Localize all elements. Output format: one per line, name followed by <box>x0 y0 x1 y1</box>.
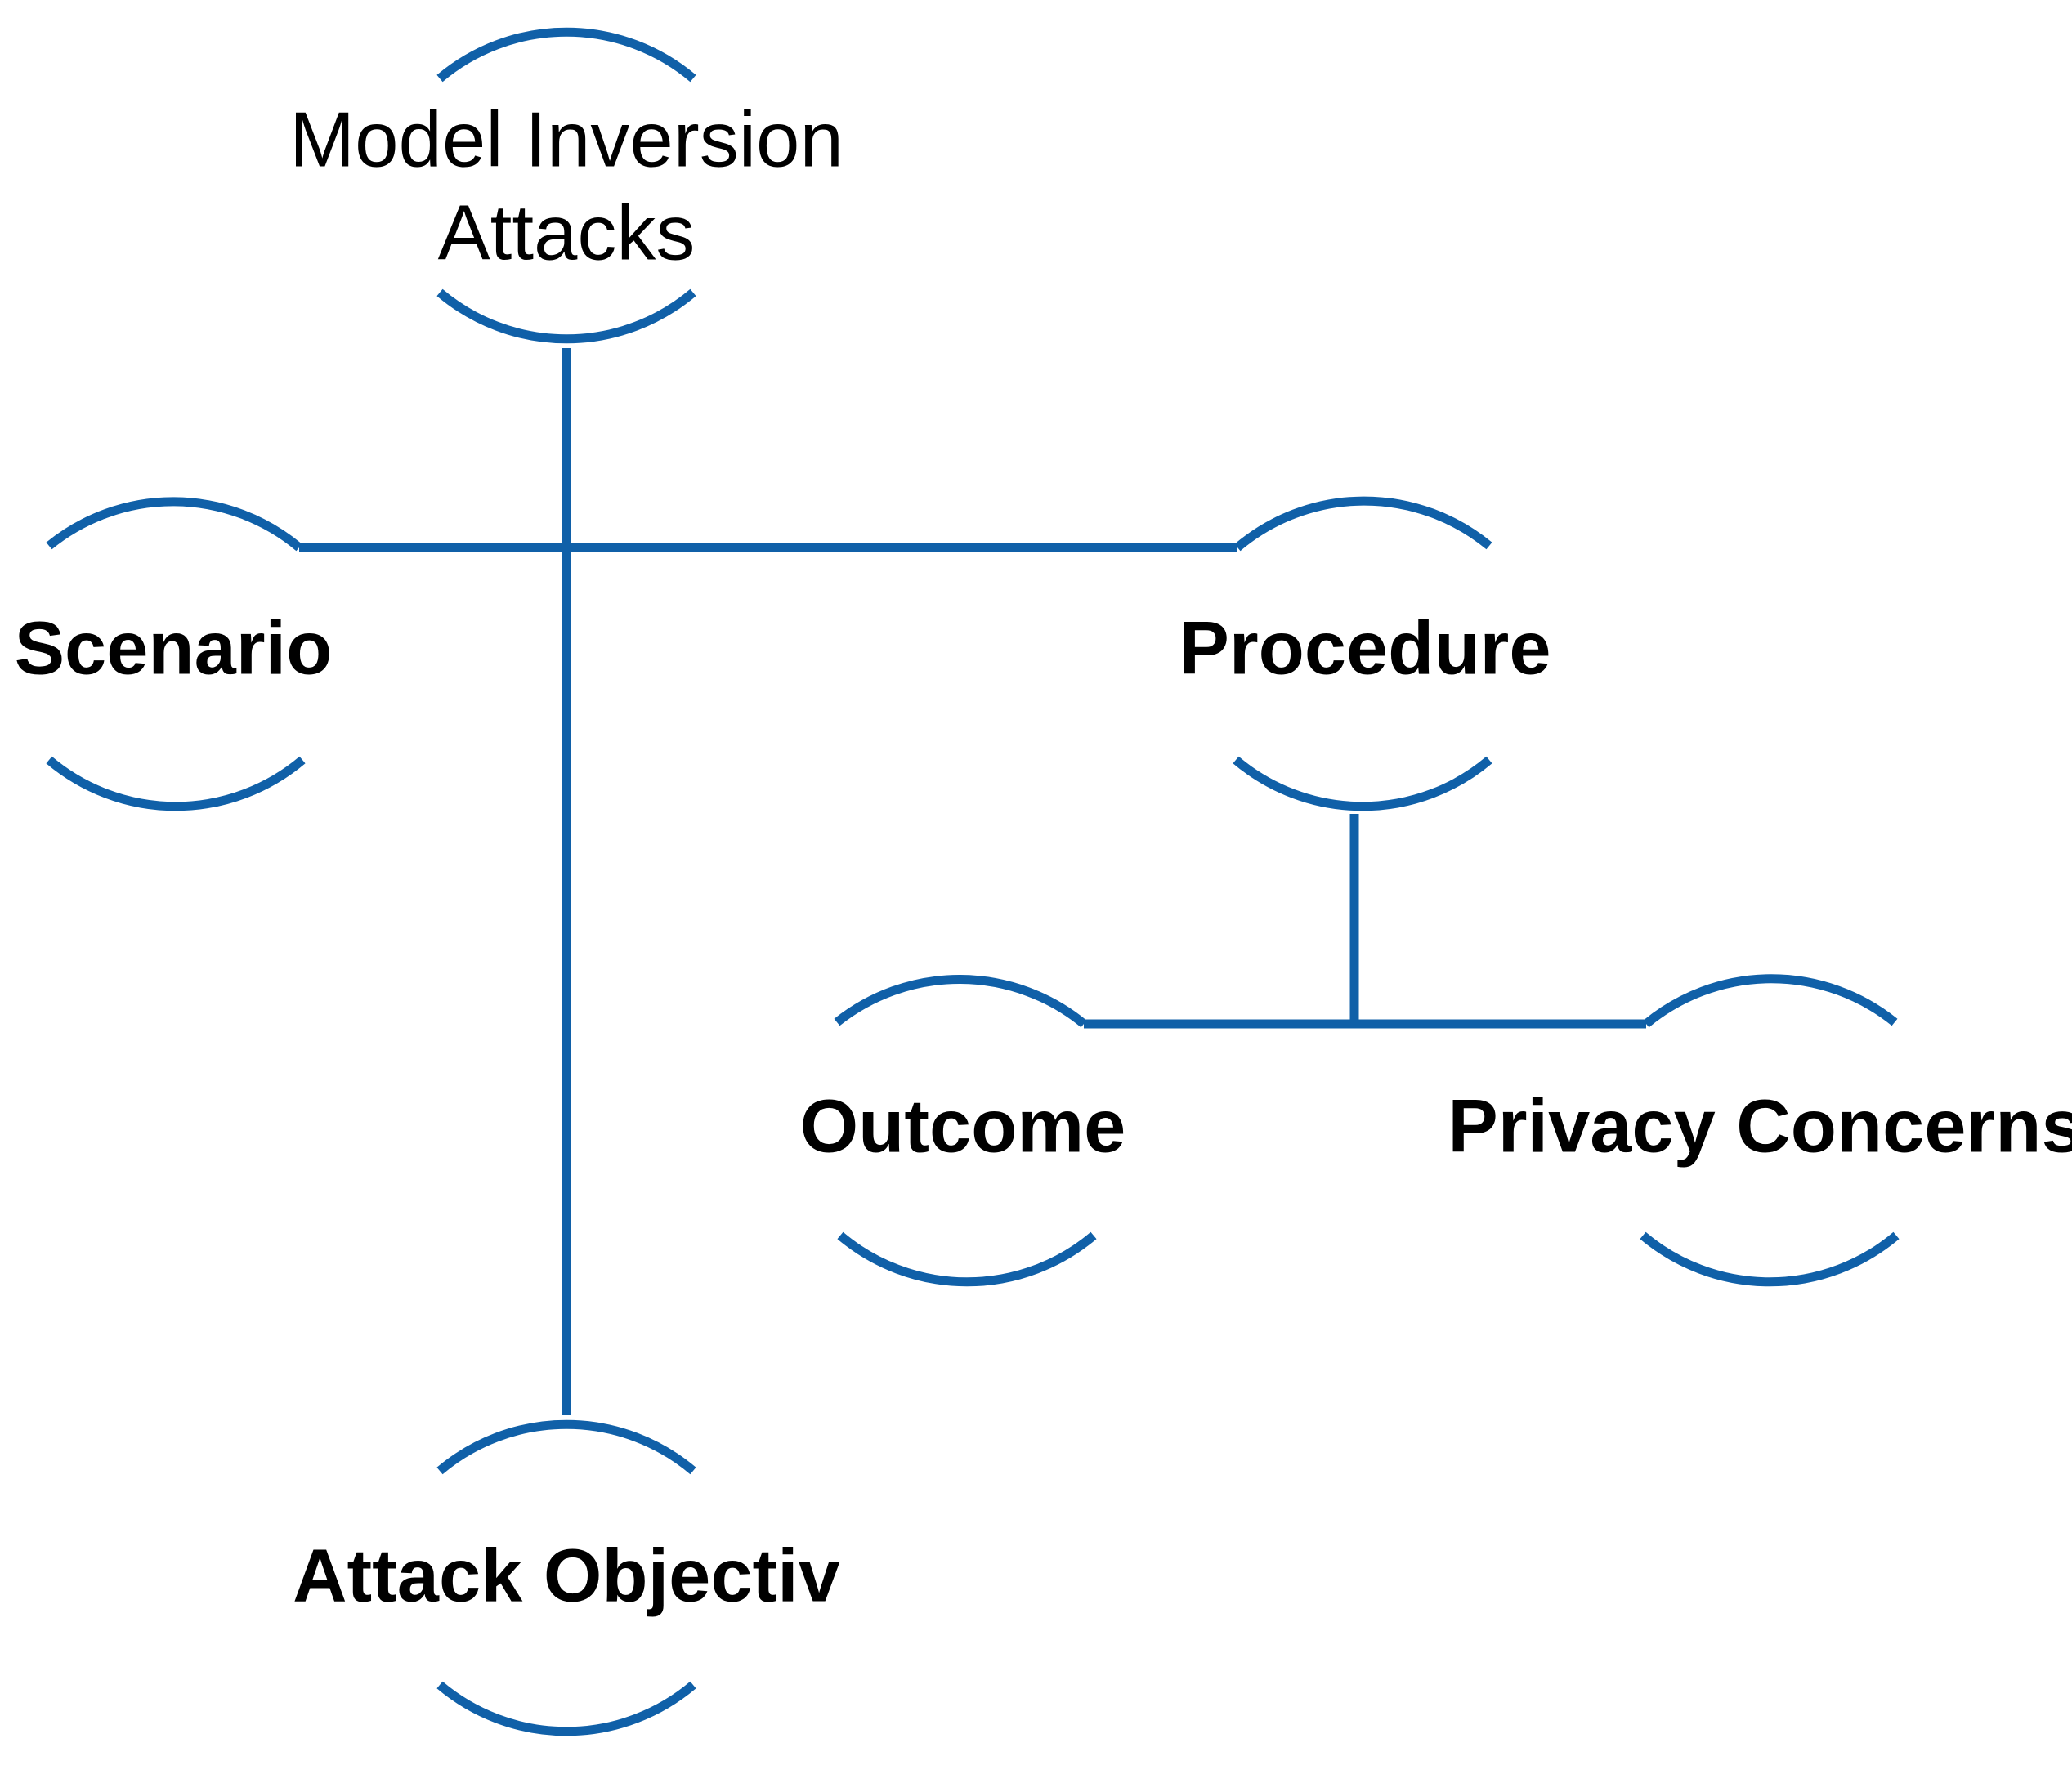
scenario-label: Scenario <box>15 606 333 690</box>
root-label-line1: Model Inversion <box>289 96 844 183</box>
privacy-concerns-label: Privacy Concerns <box>1448 1084 2072 1168</box>
privacy-concerns-top-arc <box>1643 974 1898 1028</box>
scenario-top-arc <box>46 497 302 552</box>
scenario-bottom-arc <box>46 756 306 811</box>
attack-objectiv-top-arc <box>436 1419 696 1475</box>
procedure-label: Procedure <box>1179 606 1551 690</box>
node-attack-objectiv[interactable]: Attack Objectiv <box>293 1419 840 1736</box>
node-procedure[interactable]: Procedure <box>1179 496 1551 811</box>
node-scenario[interactable]: Scenario <box>15 497 333 811</box>
connector-group <box>299 348 1646 1415</box>
root-bottom-arc <box>436 288 696 344</box>
procedure-top-arc <box>1234 496 1492 552</box>
node-model-inversion-attacks[interactable]: Model Inversion Attacks <box>289 27 844 344</box>
attack-objectiv-label: Attack Objectiv <box>293 1534 840 1617</box>
root-label-line2: Attacks <box>438 189 696 276</box>
attack-objectiv-bottom-arc <box>436 1681 696 1736</box>
node-privacy-concerns[interactable]: Privacy Concerns <box>1448 974 2072 1287</box>
outcome-label: Outcome <box>800 1084 1126 1168</box>
outcome-bottom-arc <box>837 1231 1097 1287</box>
privacy-concerns-bottom-arc <box>1640 1231 1900 1287</box>
procedure-bottom-arc <box>1233 756 1492 811</box>
root-top-arc <box>436 27 696 83</box>
node-outcome[interactable]: Outcome <box>800 975 1126 1287</box>
outcome-top-arc <box>834 975 1087 1028</box>
